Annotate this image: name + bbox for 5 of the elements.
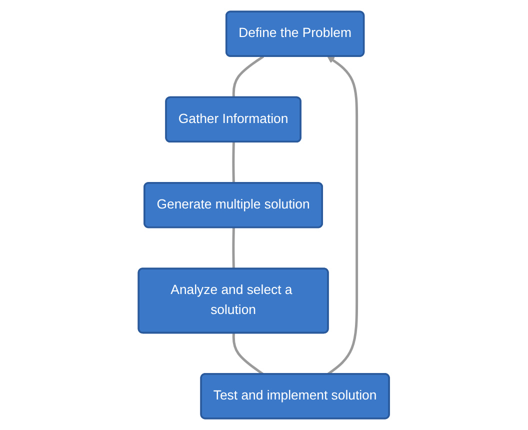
connector <box>232 333 264 376</box>
arrow <box>326 56 358 376</box>
connector <box>232 142 236 184</box>
connector <box>232 55 264 98</box>
connector <box>232 228 236 269</box>
